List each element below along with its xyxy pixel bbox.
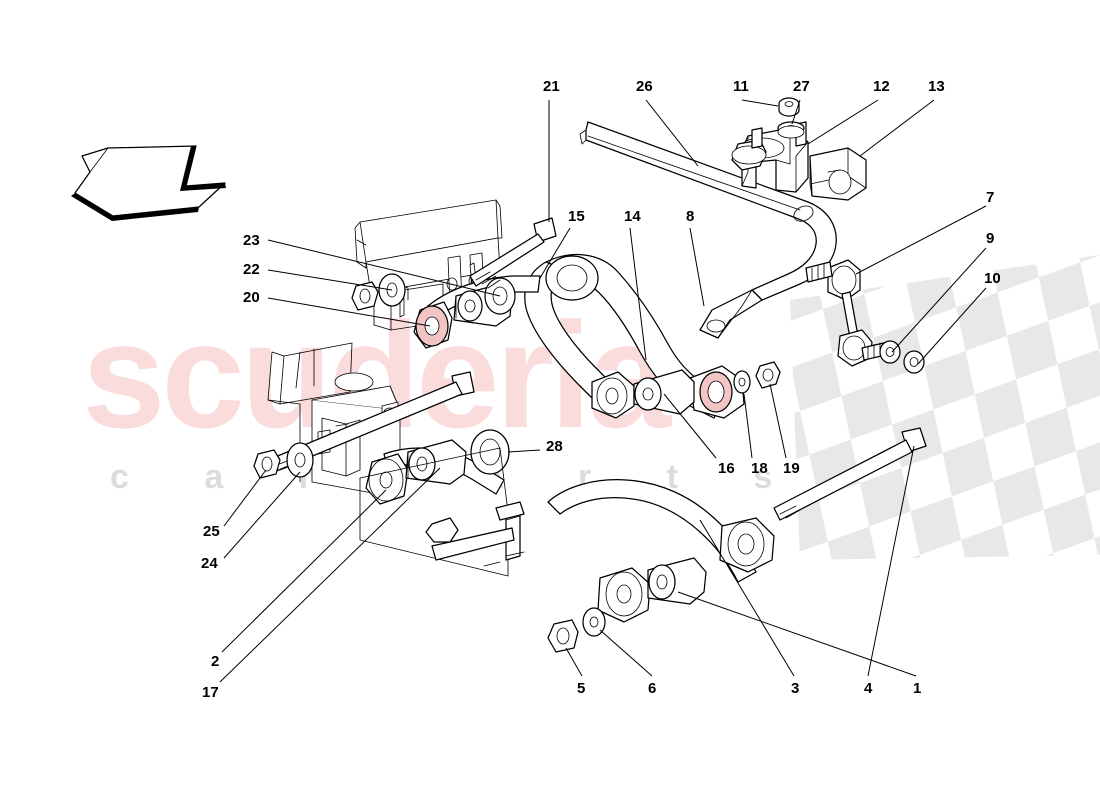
upper-control-arm	[524, 253, 781, 419]
callout-13[interactable]: 13	[928, 78, 945, 95]
anti-roll-bar-bracket	[731, 97, 867, 201]
leader-lines	[219, 99, 987, 683]
callout-1[interactable]: 1	[913, 680, 922, 697]
callout-18[interactable]: 18	[751, 460, 768, 477]
callout-15[interactable]: 15	[568, 208, 585, 225]
callout-21[interactable]: 21	[543, 78, 560, 95]
callout-22[interactable]: 22	[243, 261, 260, 278]
callout-12[interactable]: 12	[873, 78, 890, 95]
callout-11[interactable]: 11	[733, 78, 749, 95]
callout-3[interactable]: 3	[791, 680, 800, 697]
direction-arrow	[71, 145, 226, 221]
callout-28[interactable]: 28	[546, 438, 563, 455]
callout-24[interactable]: 24	[201, 555, 218, 572]
anti-roll-bar	[579, 121, 837, 339]
lower-control-arm	[547, 427, 927, 653]
upper-front-link	[351, 273, 541, 349]
callout-5[interactable]: 5	[577, 680, 586, 697]
callout-14[interactable]: 14	[624, 208, 641, 225]
callout-7[interactable]: 7	[986, 189, 995, 206]
callout-26[interactable]: 26	[636, 78, 653, 95]
callout-23[interactable]: 23	[243, 232, 260, 249]
callout-19[interactable]: 19	[783, 460, 800, 477]
callout-17[interactable]: 17	[202, 684, 219, 701]
callout-10[interactable]: 10	[984, 270, 1001, 287]
callout-9[interactable]: 9	[986, 230, 995, 247]
callout-27[interactable]: 27	[793, 78, 810, 95]
lower-arm-blade	[359, 447, 525, 577]
callout-6[interactable]: 6	[648, 680, 657, 697]
callout-2[interactable]: 2	[211, 653, 220, 670]
centre-bolt-17	[253, 371, 475, 479]
anti-roll-bar-drop-link	[805, 259, 925, 374]
callout-25[interactable]: 25	[203, 523, 220, 540]
upper-arm-bolt-21	[469, 217, 557, 289]
callout-16[interactable]: 16	[718, 460, 735, 477]
callout-8[interactable]: 8	[686, 208, 695, 225]
callout-4[interactable]: 4	[864, 680, 873, 697]
callout-20[interactable]: 20	[243, 289, 260, 306]
